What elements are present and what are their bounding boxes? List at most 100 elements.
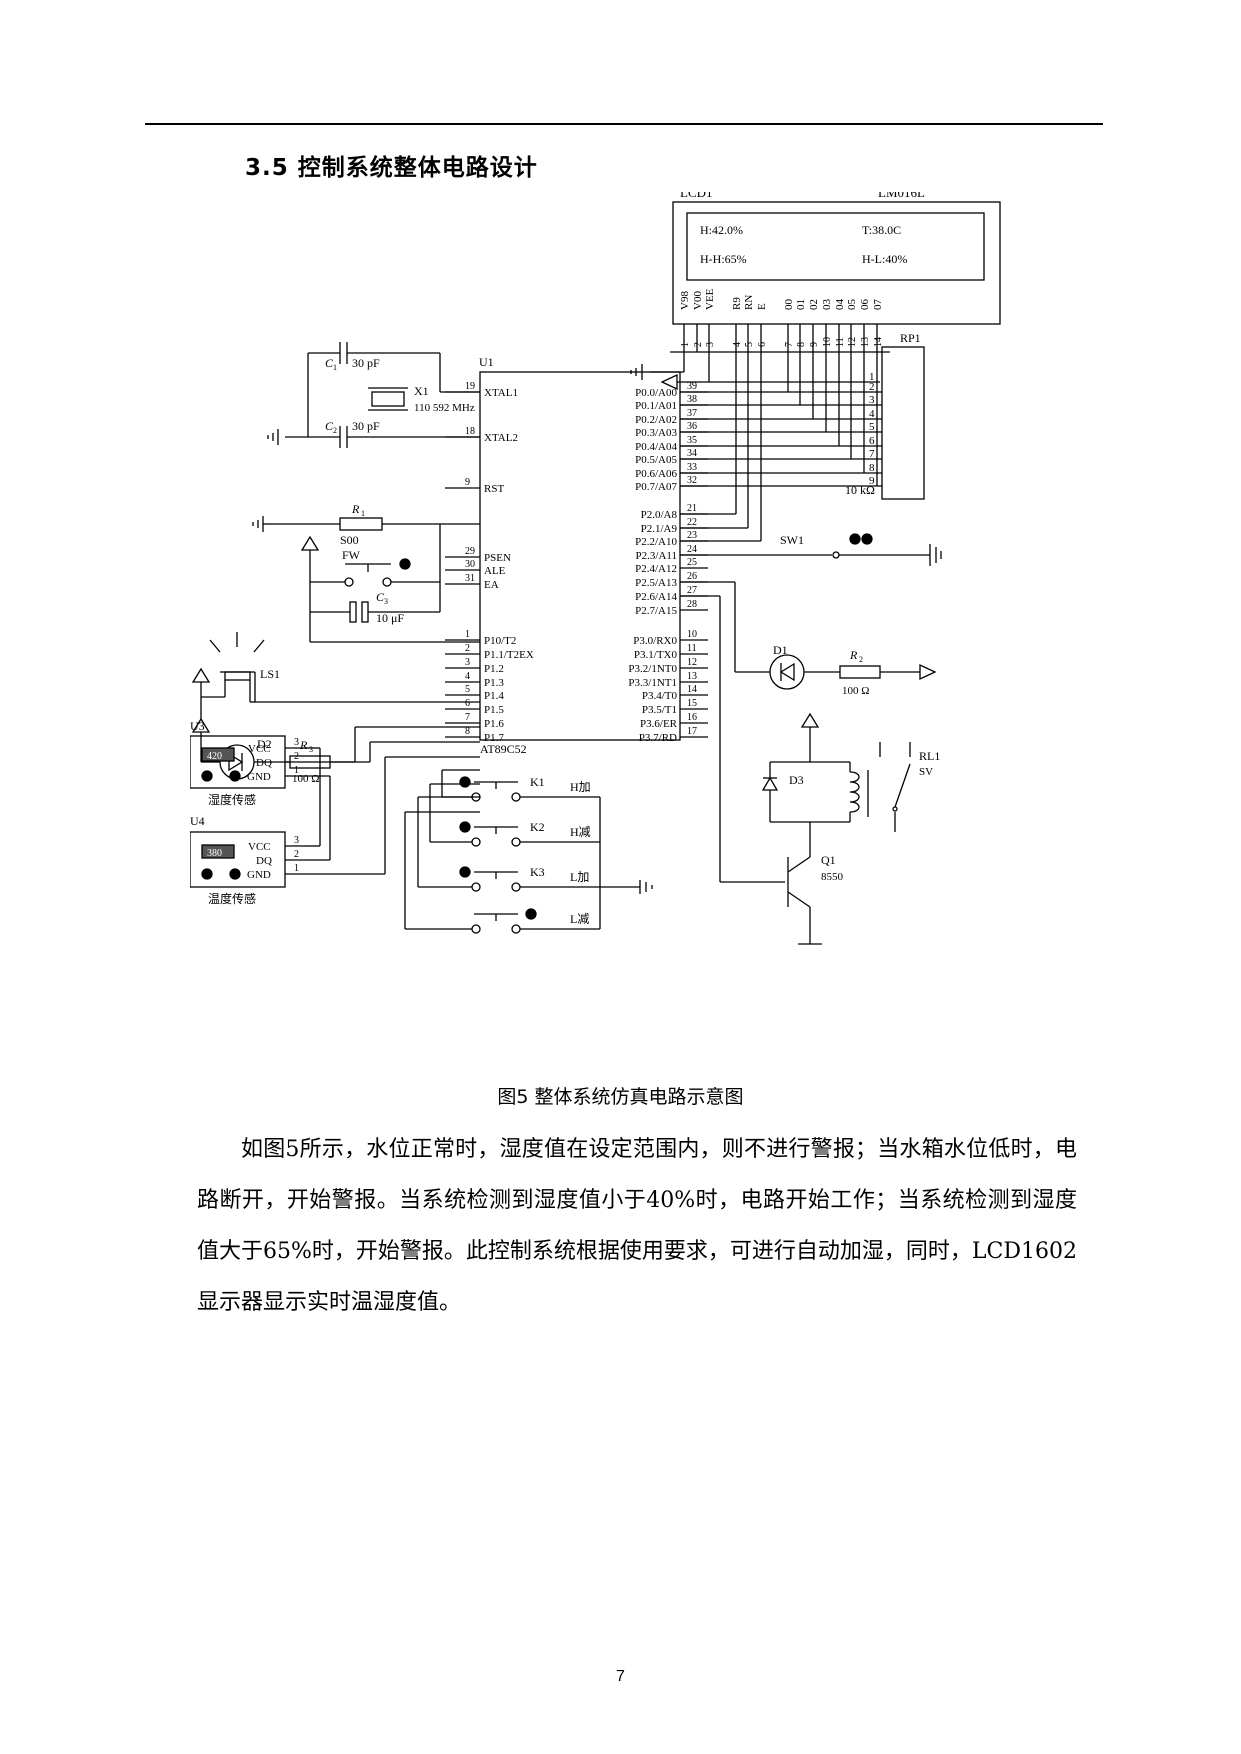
mcu-right-pin-number: 37 — [687, 408, 697, 419]
mcu-right-pin-number: 38 — [687, 394, 697, 405]
lcd-line1-right: T:38.0C — [862, 223, 901, 237]
lcd-pin-label: 06 — [859, 299, 871, 311]
mcu-right-pin-number: 35 — [687, 435, 697, 446]
lcd-pin-label: RN — [743, 295, 755, 310]
r1-ref: R — [351, 502, 360, 516]
mcu-right-pin-number: 32 — [687, 475, 697, 486]
lcd-pin-number: 12 — [847, 337, 858, 347]
mcu-left-pin-name: P1.1/T2EX — [484, 649, 534, 661]
mcu-right-pin-number: 10 — [687, 629, 697, 640]
mcu-right-pin-name: P3.4/T0 — [642, 690, 678, 702]
rp1-pin-number: 3 — [869, 394, 875, 406]
mcu-right-pin-name: P0.5/A05 — [635, 454, 677, 466]
c2-value: 30 pF — [352, 419, 380, 433]
lcd-pin-number: 9 — [809, 342, 820, 347]
r1-sub: 1 — [361, 509, 365, 518]
mcu-right-pin-number: 23 — [687, 530, 697, 541]
r2-ref: R — [849, 648, 858, 662]
u3-pin-vcc: VCC — [248, 743, 271, 755]
mcu-right-pin-number: 16 — [687, 712, 697, 723]
mcu-model: AT89C52 — [480, 742, 527, 756]
lcd-pin-label: 07 — [872, 299, 884, 311]
sw1-label: SW1 — [780, 533, 804, 547]
lcd-pin-wires — [683, 324, 878, 352]
key-label: L减 — [570, 912, 589, 926]
mcu-right-pin-number: 22 — [687, 517, 697, 528]
x1-value: 110 592 MHz — [414, 402, 475, 414]
key-contact — [471, 924, 481, 934]
d2-label: D2 — [257, 737, 272, 751]
mcu-right-pin-number: 21 — [687, 503, 697, 514]
mcu-left-pin-number: 4 — [465, 671, 470, 682]
mcu-right-pin-number: 11 — [687, 643, 697, 654]
rp1-pin-number: 6 — [869, 435, 875, 447]
lcd-pin-number: 7 — [784, 342, 795, 347]
mcu-right-pin-name: P0.7/A07 — [635, 481, 677, 493]
mcu-right-pin-name: P0.6/A06 — [635, 468, 677, 480]
mcu-right-pin-number: 39 — [687, 381, 697, 392]
mcu-left-pin-number: 29 — [465, 546, 475, 557]
rl1-value: SV — [919, 766, 933, 778]
mcu-right-pin-number: 27 — [687, 585, 697, 596]
lcd-pin-label: 05 — [846, 299, 858, 311]
mcu-ref: U1 — [479, 355, 494, 369]
r3-ref: R — [299, 738, 308, 752]
u4-pinnum-2: 2 — [294, 849, 299, 860]
c3-ref: C — [376, 590, 385, 604]
lcd-pin-number: 10 — [822, 337, 833, 347]
mcu-right-pin-number: 33 — [687, 462, 697, 473]
mcu-left-pin-name: P1.7 — [484, 732, 504, 744]
mcu-left-pin-number: 2 — [465, 643, 470, 654]
key-probe-dot — [459, 866, 471, 878]
mcu-right-pin-number: 25 — [687, 557, 697, 568]
lcd-pin-number: 4 — [732, 342, 743, 347]
mcu-right-pins: 39P0.0/A0038P0.1/A0137P0.2/A0236P0.3/A03… — [628, 381, 708, 744]
mcu-right-pin-name: P2.2/A10 — [635, 536, 677, 548]
rp1-pin-number: 9 — [869, 475, 875, 487]
key-probe-dot — [459, 776, 471, 788]
oscillator-circuit: C 1 30 pF C 2 30 pF X1 110 592 MHz R 1 — [252, 342, 480, 643]
lcd-pin-number: 8 — [796, 342, 807, 347]
key-label: L加 — [570, 870, 589, 884]
sensor-u4: U4 380 VCC DQ GND 3 2 1 温度传感 — [190, 814, 305, 906]
rp1-pin-number: 7 — [869, 448, 875, 460]
key-probe-dot — [459, 821, 471, 833]
u4-pin-gnd: GND — [247, 869, 271, 881]
lcd-pin-number: 14 — [873, 337, 884, 347]
mcu-right-pin-name: P0.4/A04 — [635, 441, 677, 453]
p0-bus-wires — [680, 352, 882, 542]
mcu-right-pin-name: P2.3/A11 — [636, 550, 677, 562]
key-ref: K3 — [530, 865, 545, 879]
mcu-right-pin-number: 12 — [687, 657, 697, 668]
mcu-right-pin-number: 13 — [687, 671, 697, 682]
mcu-left-pin-name: PSEN — [484, 552, 511, 564]
lcd-pin-label: 02 — [808, 299, 820, 310]
buzzer-ls1: LS1 — [191, 632, 480, 722]
mcu-right-pin-name: P0.0/A00 — [635, 387, 677, 399]
mcu-right-pin-name: P3.0/RX0 — [633, 635, 677, 647]
mcu-right-pin-name: P2.1/A9 — [641, 523, 678, 535]
mcu-left-pin-number: 9 — [465, 477, 470, 488]
rl1-ref: RL1 — [919, 749, 940, 763]
lcd-pin-number: 11 — [835, 337, 846, 347]
u3-pinnum-2: 2 — [294, 751, 299, 762]
c1-sub: 1 — [333, 363, 337, 372]
mcu-right-pin-name: P2.7/A15 — [635, 605, 677, 617]
c3-value: 10 μF — [376, 611, 404, 625]
mcu-left-pin-number: 19 — [465, 381, 475, 392]
mcu-left-pin-name: XTAL2 — [484, 432, 518, 444]
key-label: H减 — [570, 825, 591, 839]
r3-sub: 3 — [309, 745, 313, 754]
u4-pin-dq: DQ — [256, 855, 272, 867]
u3-pinnum-1: 1 — [294, 765, 299, 776]
d1-label: D1 — [773, 643, 788, 657]
u4-display: 380 — [207, 848, 222, 859]
mcu-left-pin-number: 7 — [465, 712, 470, 723]
mcu-right-pin-number: 34 — [687, 448, 697, 459]
mcu-left-pin-name: P1.5 — [484, 704, 504, 716]
c1-ref: C — [325, 356, 334, 370]
lcd-line2-left: H-H:65% — [700, 252, 747, 266]
